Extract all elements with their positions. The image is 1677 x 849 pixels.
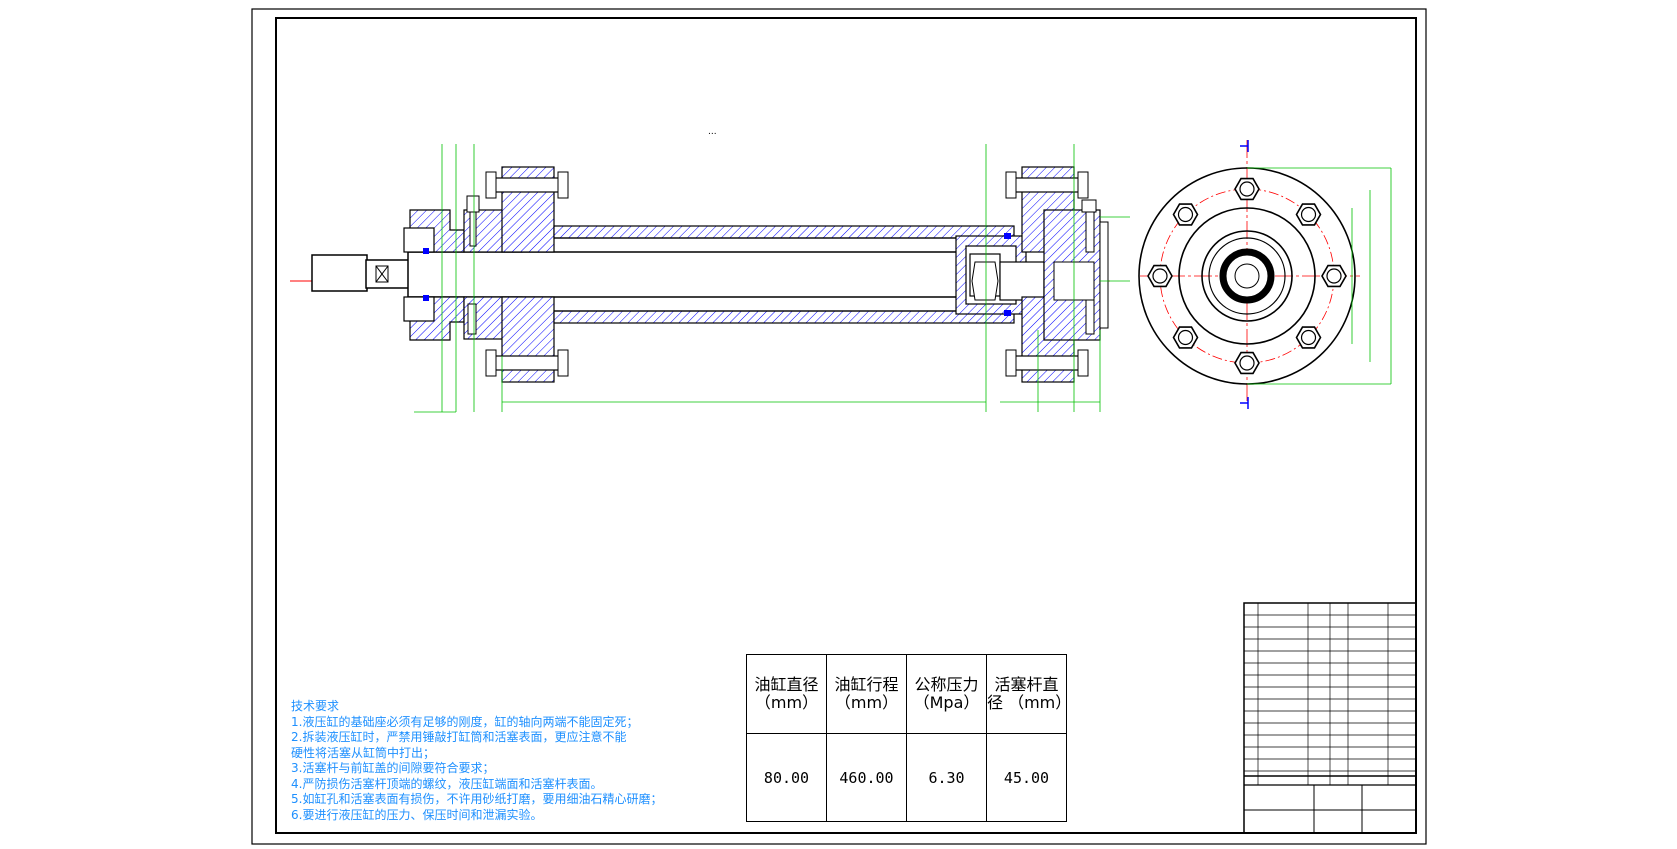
bolt-hole [1300,329,1317,346]
spec-header-row: 油缸直径（mm） 油缸行程（mm） 公称压力（Mpa） 活塞杆直径 （mm） [746,654,1071,734]
dimensions [414,144,1130,413]
outer-border [251,8,1427,845]
header-rod-diameter: 活塞杆直径 （mm） [986,654,1071,734]
title-block [1243,602,1417,834]
note-line: 2.拆装液压缸时，严禁用锤敲打缸筒和活塞表面，更应注意不能 [291,730,627,744]
notes-title: 技术要求 [291,699,340,713]
bolt-nut [1295,326,1322,349]
value-bore-diameter: 80.00 [746,733,827,822]
spec-table: 油缸直径（mm） 油缸行程（mm） 公称压力（Mpa） 活塞杆直径 （mm） 8… [746,654,1071,822]
value-rod-diameter: 45.00 [986,733,1067,822]
cylinder-barrel [553,225,1015,324]
bolt-nut [1234,177,1260,201]
inner-border [275,17,1417,834]
bolt-nut [1234,351,1260,375]
bolt-hole [1177,329,1194,346]
bolt-hole [1239,181,1255,197]
value-stroke: 460.00 [826,733,907,822]
note-line: 4.严防损伤活塞杆顶端的螺纹，液压缸端面和活塞杆表面。 [291,776,603,791]
note-line: 3.活塞杆与前缸盖的间隙要符合要求； [291,761,495,775]
note-line: 硬性将活塞从缸筒中打出； [291,745,436,760]
bolt-hole [1326,268,1342,284]
section-marker [1240,140,1249,409]
bolt-hole [1300,206,1317,223]
note-line: 5.如缸孔和活塞表面有损伤，不许用砂纸打磨，要用细油石精心研磨； [291,792,663,806]
header-nominal-pressure: 公称压力（Mpa） [906,654,987,734]
piston [955,233,1045,316]
value-nominal-pressure: 6.30 [906,733,987,822]
note-line: 1.液压缸的基础座必须有足够的刚度，缸的轴向两端不能固定死； [291,714,639,729]
bolt-hole [1152,268,1168,284]
spec-value-row: 80.00 460.00 6.30 45.00 [746,733,1067,822]
bolt-nut [1321,264,1347,288]
flange-bolts [1147,177,1347,375]
note-line: 6.要进行液压缸的压力、保压时间和泄漏实验。 [291,807,543,822]
bolt-nut [1295,203,1322,226]
header-stroke: 油缸行程（mm） [826,654,907,734]
piston-rod [311,251,967,298]
bolt-nut [1147,264,1173,288]
bolt-hole [1239,355,1255,371]
end-view [1138,140,1392,409]
bolt-nut [1172,326,1199,349]
section-view [290,144,1130,413]
technical-notes: 技术要求 1.液压缸的基础座必须有足够的刚度，缸的轴向两端不能固定死； 2.拆装… [291,699,711,823]
bolt-hole [1177,206,1194,223]
top-mark: ... [708,127,717,137]
bolt-nut [1172,203,1199,226]
left-flange [485,166,569,383]
header-bore-diameter: 油缸直径（mm） [746,654,827,734]
